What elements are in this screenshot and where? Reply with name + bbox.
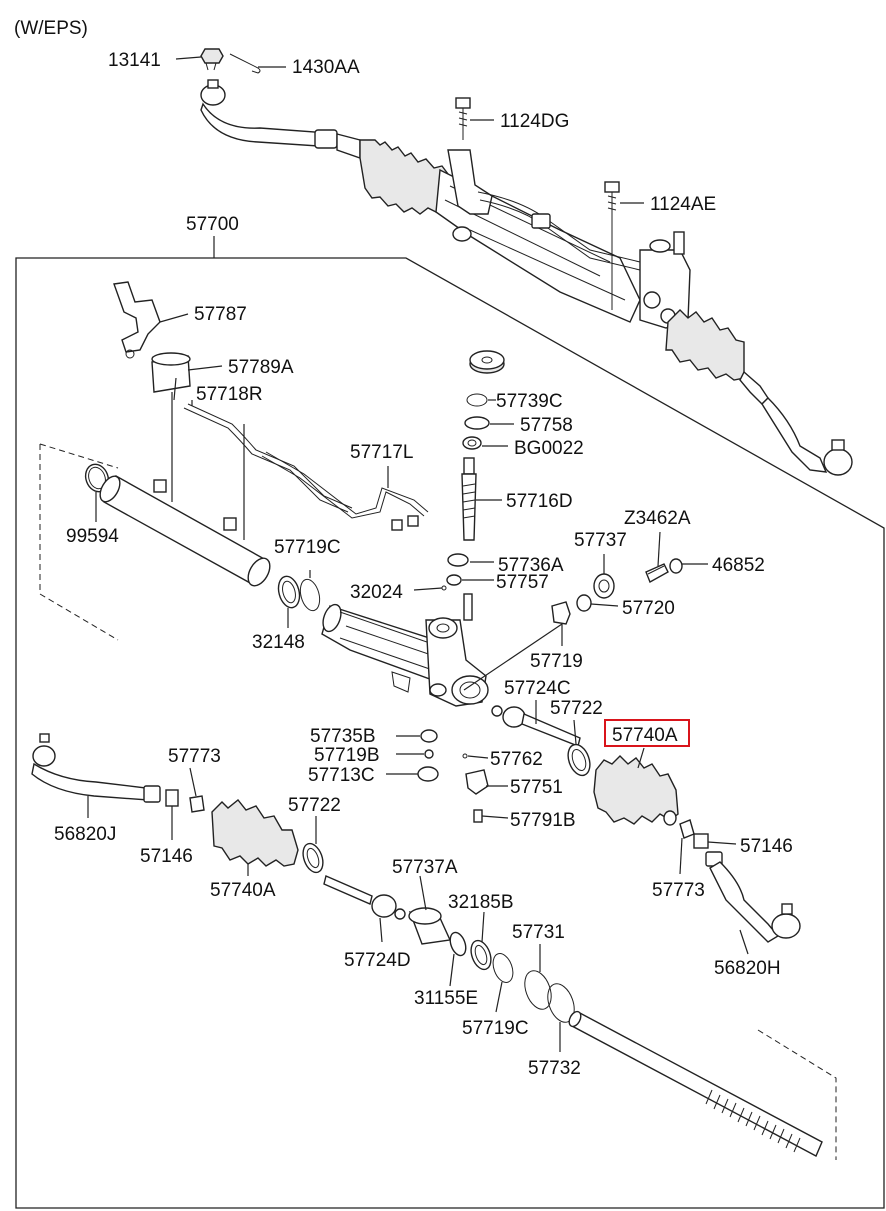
label-57146-left: 57146	[140, 846, 193, 867]
steering-rack-assembly-drawing	[200, 48, 853, 476]
label-57720: 57720	[622, 598, 675, 619]
label-32024: 32024	[350, 582, 403, 603]
label-57735B: 57735B	[310, 726, 376, 747]
label-57751: 57751	[510, 777, 563, 798]
castle-nut-shape	[200, 48, 224, 64]
assembly-57700-frame	[15, 257, 885, 1209]
label-46852: 46852	[712, 555, 765, 576]
label-57762: 57762	[490, 749, 543, 770]
label-1124AE: 1124AE	[650, 194, 716, 215]
label-57773-left: 57773	[168, 746, 221, 767]
label-57758: 57758	[520, 415, 573, 436]
label-57739C: 57739C	[496, 391, 563, 412]
label-57724D: 57724D	[344, 950, 411, 971]
label-57722-right: 57722	[550, 698, 603, 719]
label-56820J: 56820J	[54, 824, 116, 845]
label-57737A: 57737A	[392, 857, 458, 878]
highlight-box-57740A	[604, 719, 690, 747]
label-57787: 57787	[194, 304, 247, 325]
label-57740A-left: 57740A	[210, 880, 276, 901]
label-57700: 57700	[186, 214, 239, 235]
label-BG0022: BG0022	[514, 438, 584, 459]
label-57773-right: 57773	[652, 880, 705, 901]
exploded-parts-drawing	[31, 281, 823, 1157]
label-57757: 57757	[496, 572, 549, 593]
label-57740A-highlighted[interactable]: 57740A	[612, 725, 678, 746]
label-57722-left: 57722	[288, 795, 341, 816]
label-13141: 13141	[108, 50, 161, 71]
label-99594: 99594	[66, 526, 119, 547]
label-57737: 57737	[574, 530, 627, 551]
label-56820H: 56820H	[714, 958, 781, 979]
label-57724C: 57724C	[504, 678, 571, 699]
label-57717L: 57717L	[350, 442, 413, 463]
label-1430AA: 1430AA	[292, 57, 360, 78]
label-57146-right: 57146	[740, 836, 793, 857]
diagram-title: (W/EPS)	[14, 18, 88, 39]
label-57791B: 57791B	[510, 810, 576, 831]
label-57719C-upper: 57719C	[274, 537, 341, 558]
label-57716D: 57716D	[506, 491, 573, 512]
label-57718R: 57718R	[196, 384, 263, 405]
label-57719B: 57719B	[314, 745, 380, 766]
part-labels: 13141 1430AA 1124DG 1124AE 57700 57787 5…	[54, 50, 793, 1079]
label-57731: 57731	[512, 922, 565, 943]
label-57713C: 57713C	[308, 765, 375, 786]
leader-lines	[87, 56, 749, 1052]
cotter-pin-shape	[229, 53, 261, 74]
label-1124DG: 1124DG	[500, 111, 569, 132]
label-31155E: 31155E	[414, 988, 478, 1009]
label-Z3462A: Z3462A	[624, 508, 691, 529]
label-57719: 57719	[530, 651, 583, 672]
label-57719C-lower: 57719C	[462, 1018, 529, 1039]
label-57789A: 57789A	[228, 357, 294, 378]
label-32185B: 32185B	[448, 892, 514, 913]
label-57732: 57732	[528, 1058, 581, 1079]
label-32148: 32148	[252, 632, 305, 653]
label-57736A: 57736A	[498, 555, 564, 576]
